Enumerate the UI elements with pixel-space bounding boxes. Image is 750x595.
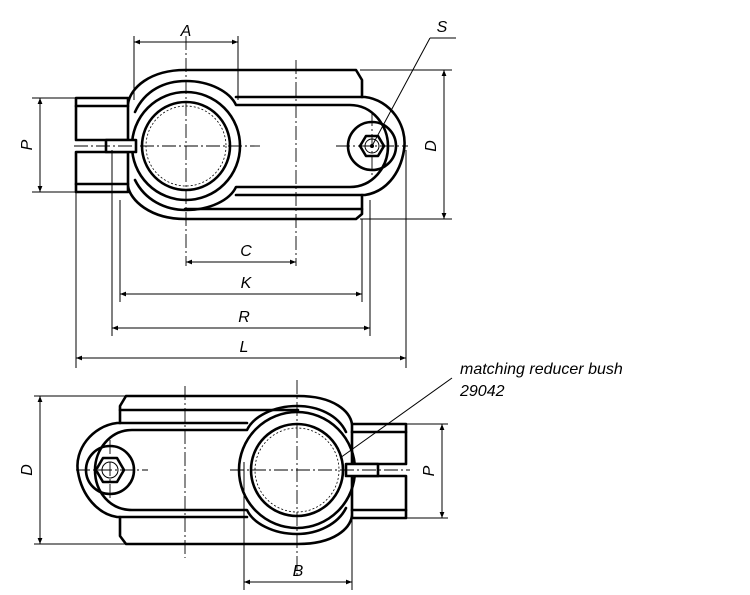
dim-label-l: L bbox=[240, 339, 249, 356]
dim-label-b: B bbox=[293, 563, 304, 580]
dim-label-r: R bbox=[238, 309, 250, 326]
dim-label-p-bottom: P bbox=[421, 465, 438, 476]
bottom-body-outline bbox=[76, 394, 354, 546]
top-body-inner bbox=[133, 79, 390, 212]
leader-s bbox=[371, 37, 431, 147]
bottom-view: D P B matching reducer bush 29042 bbox=[19, 361, 623, 590]
top-body-outline bbox=[126, 68, 406, 221]
leader-reducer-bush bbox=[339, 377, 453, 459]
dim-label-c: C bbox=[240, 243, 252, 260]
dim-label-d-bottom: D bbox=[19, 464, 36, 476]
note-reducer-bush-number: 29042 bbox=[459, 383, 505, 400]
top-lower-lug bbox=[74, 150, 130, 194]
bottom-lower-lug bbox=[350, 474, 408, 520]
dim-label-s: S bbox=[437, 19, 448, 36]
dim-label-p-top: P bbox=[19, 139, 36, 150]
dim-label-k: K bbox=[241, 275, 253, 292]
dim-label-a: A bbox=[180, 23, 192, 40]
top-upper-lug bbox=[74, 96, 130, 142]
top-view: A S P D C K R L bbox=[19, 19, 456, 368]
note-reducer-bush: matching reducer bush bbox=[460, 361, 623, 378]
dim-label-d-top: D bbox=[423, 140, 440, 152]
